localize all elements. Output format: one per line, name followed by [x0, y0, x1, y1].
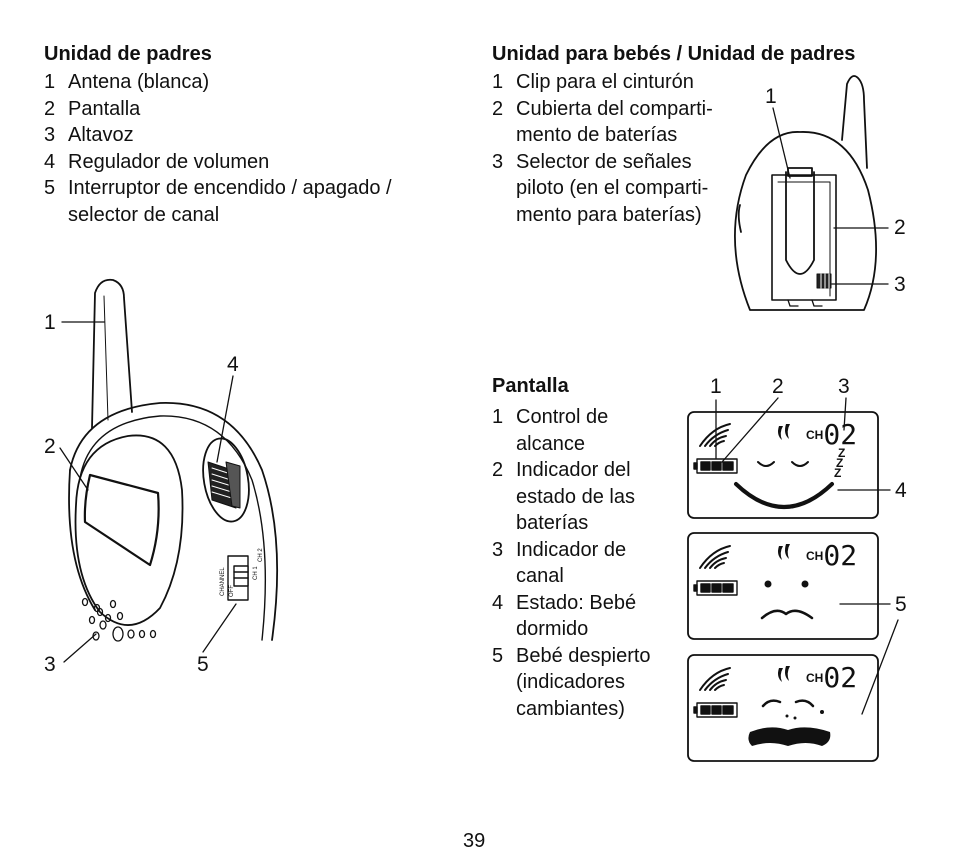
callout-number: 4 — [895, 479, 907, 502]
channel-digits: 02 — [823, 418, 858, 451]
antenna-shape — [91, 278, 133, 429]
lcd-panel-awake — [687, 654, 879, 762]
callout-number: 1 — [710, 375, 722, 398]
channel-prefix: CH — [806, 670, 824, 685]
channel-indicator: CH 02 — [806, 539, 857, 572]
switch-label-ch1: CH 1 — [253, 566, 259, 580]
callout-number: 3 — [838, 375, 850, 398]
range-icon — [699, 667, 731, 691]
callout-number: 3 — [894, 273, 906, 296]
channel-indicator: CH 02 — [806, 661, 857, 694]
volume-wheel-icon — [207, 461, 241, 509]
battery-icon — [693, 458, 738, 474]
both-units-title: Unidad para bebés / Unidad de padres — [492, 43, 856, 65]
callout-number: 5 — [197, 653, 209, 676]
page-number: 39 — [463, 830, 486, 852]
callout-number: 2 — [44, 435, 56, 458]
antenna-shape — [841, 75, 868, 169]
parent-unit-title: Unidad de padres — [44, 43, 212, 65]
battery-icon — [693, 580, 738, 596]
channel-prefix: CH — [806, 427, 824, 442]
range-icon — [699, 545, 731, 569]
unit-body-shape — [734, 131, 877, 311]
sleep-zzz-indicator: Z Z Z — [834, 446, 846, 480]
switch-label-off: OFF — [229, 585, 235, 597]
volume-dial-shape — [202, 437, 250, 523]
range-icon — [699, 423, 731, 447]
switch-label-channel: CHANNEL — [220, 567, 226, 596]
lcd-panel-neutral — [687, 532, 879, 640]
callout-number: 2 — [894, 216, 906, 239]
pilot-selector-icon — [816, 273, 832, 289]
callout-number: 2 — [772, 375, 784, 398]
callout-number: 5 — [895, 593, 907, 616]
channel-prefix: CH — [806, 548, 824, 563]
callout-number: 3 — [44, 653, 56, 676]
neutral-face-icon — [760, 580, 814, 620]
front-face-shape — [74, 434, 184, 626]
channel-digits: 02 — [823, 539, 858, 572]
display-title: Pantalla — [492, 375, 569, 397]
channel-digits: 02 — [823, 661, 858, 694]
unit-body-shape — [69, 402, 279, 641]
switch-label-ch2: CH 2 — [258, 548, 264, 562]
channel-indicator: CH 02 — [806, 418, 857, 451]
battery-icon — [693, 702, 738, 718]
belt-clip-shape — [785, 171, 815, 275]
screen-shape — [83, 473, 160, 567]
lcd-panel-sleeping — [687, 411, 879, 519]
callout-number: 1 — [44, 311, 56, 334]
callout-number: 4 — [227, 353, 239, 376]
callout-number: 1 — [765, 85, 777, 108]
sleeping-face-icon — [734, 461, 834, 509]
awake-face-icon — [748, 699, 831, 746]
channel-switch-icon — [227, 555, 249, 601]
hair-tuft-icon — [778, 424, 790, 682]
